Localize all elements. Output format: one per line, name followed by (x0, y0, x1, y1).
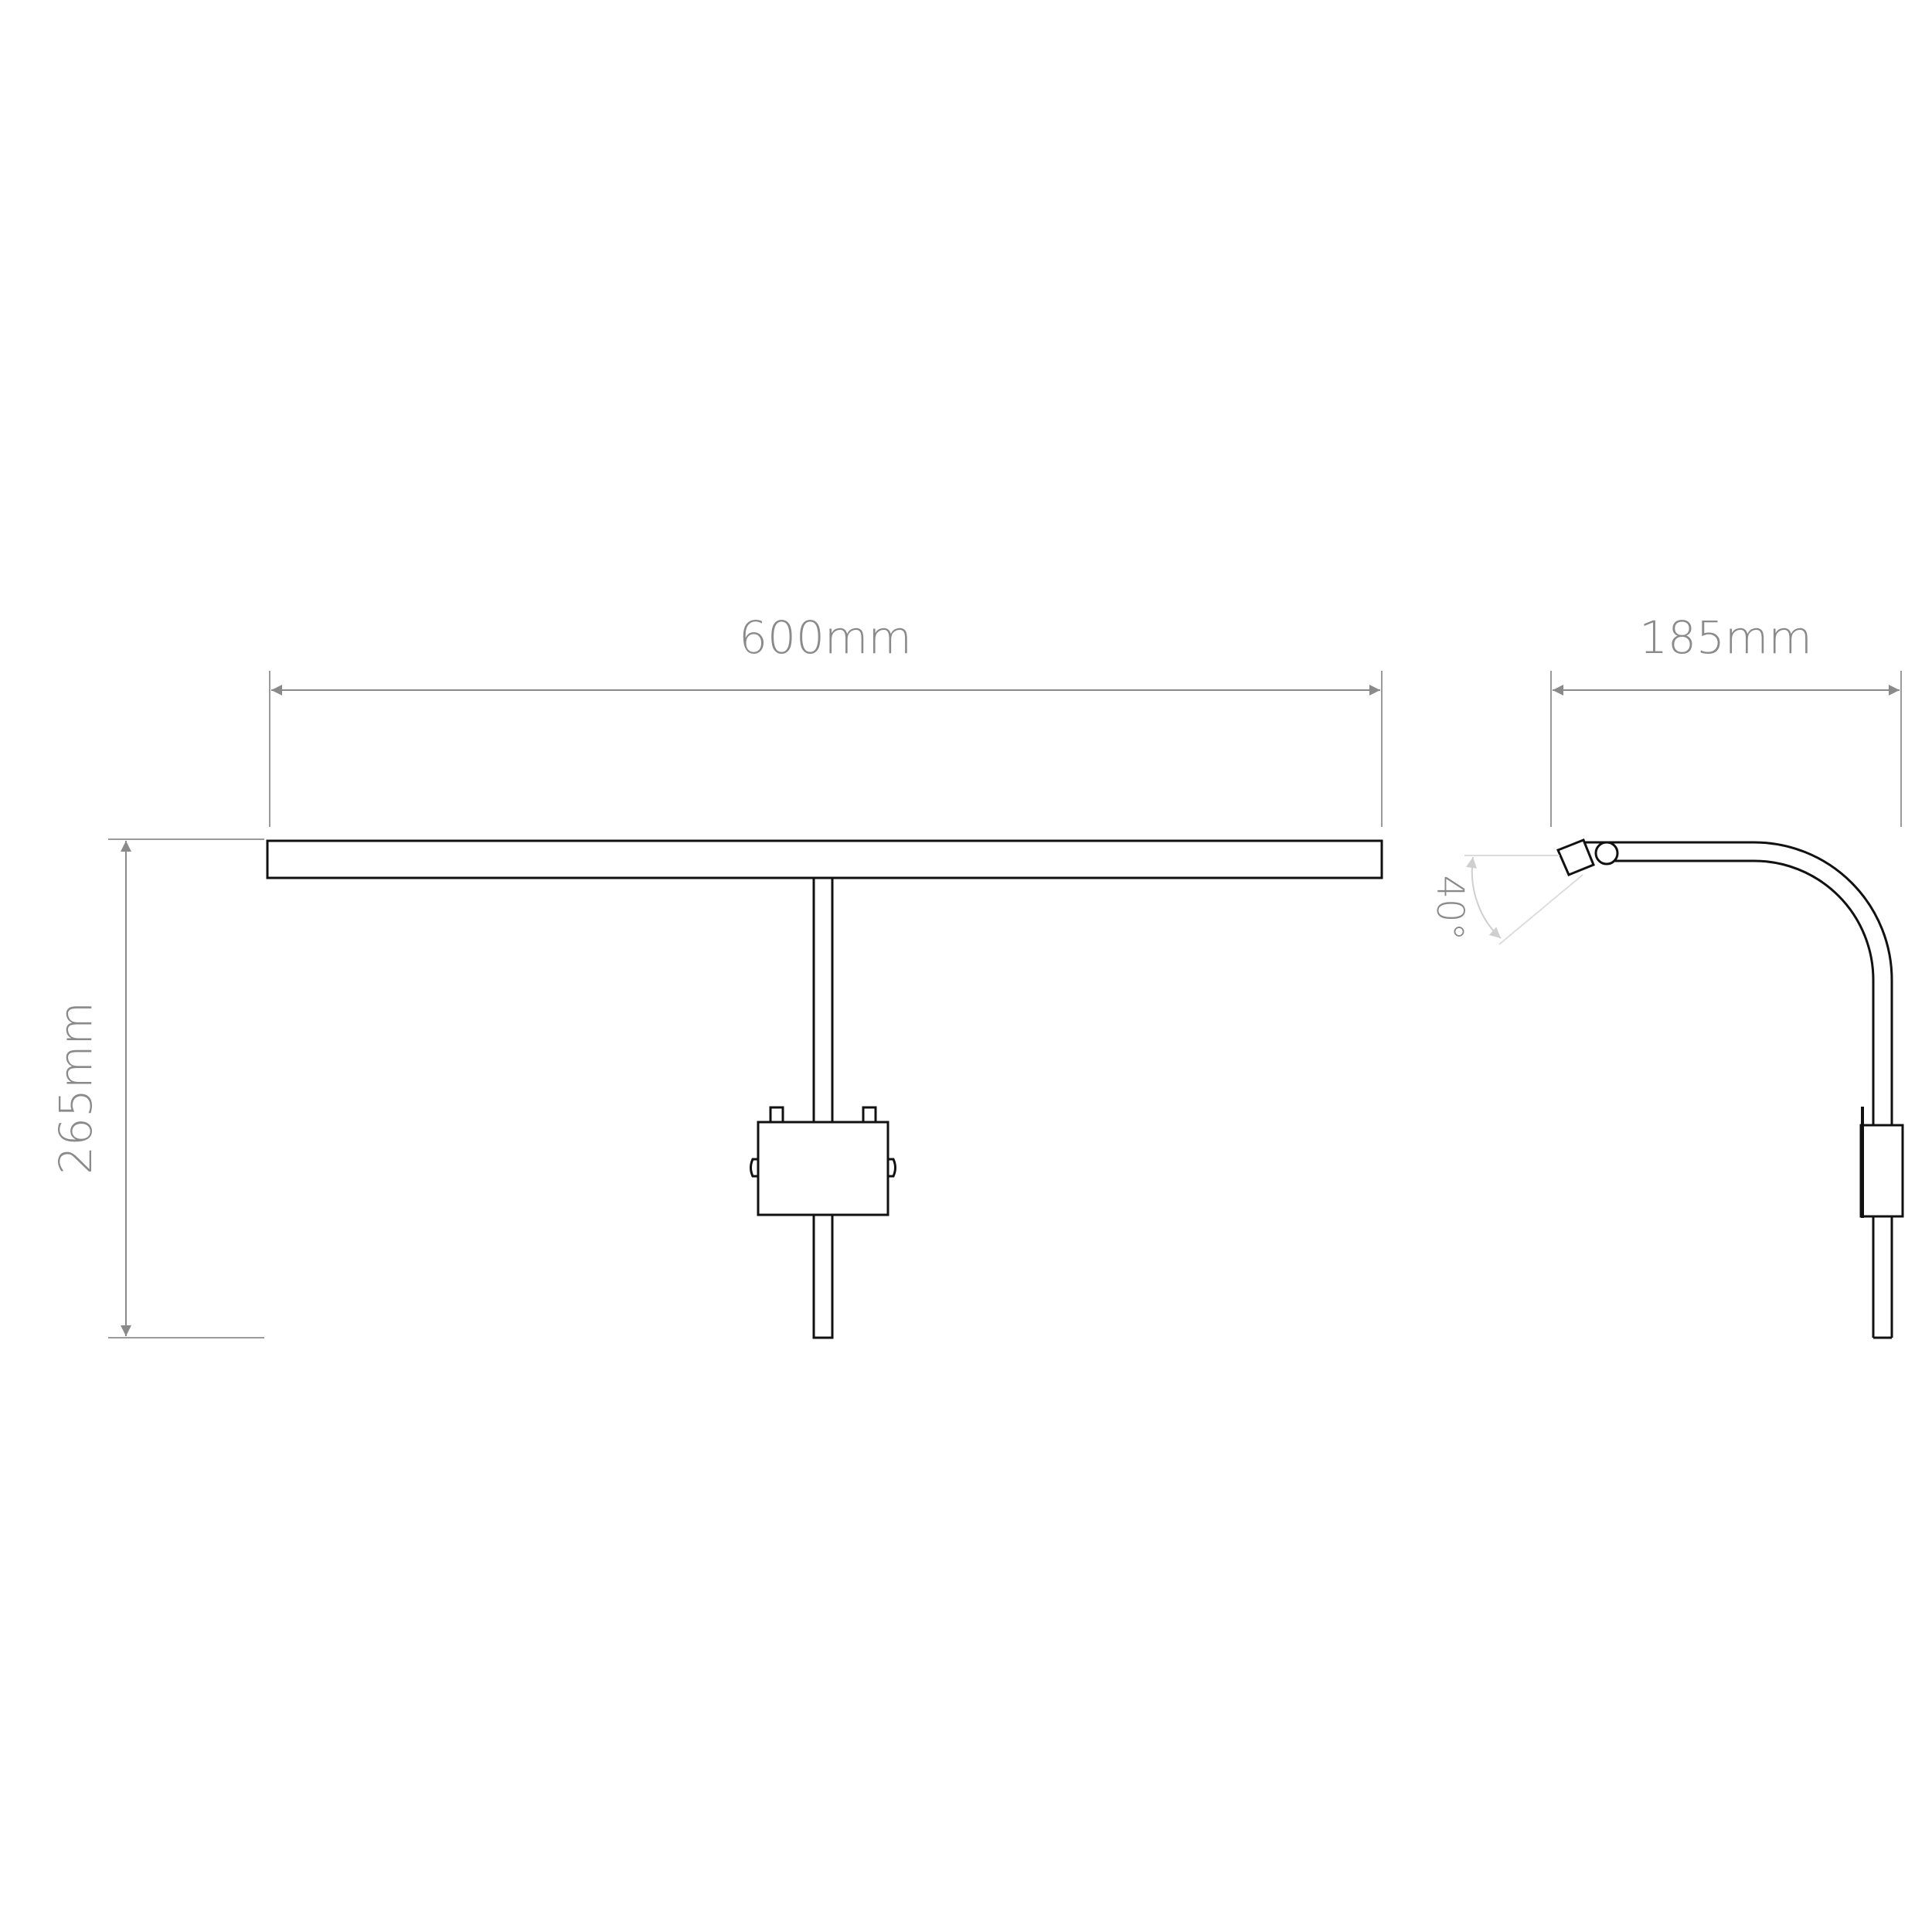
arm-upper (812, 876, 834, 1124)
bracket-knob-right (888, 1158, 896, 1178)
wall-bracket-side (1859, 1107, 1904, 1218)
angle-arc (1466, 856, 1502, 939)
side-depth-dimension: 185mm (1550, 611, 1902, 827)
bracket-tab-left (769, 1106, 784, 1122)
wall-bracket-front (750, 1106, 896, 1216)
bracket-knob-left (750, 1158, 758, 1178)
arm-lower (812, 1213, 834, 1339)
bracket-body (757, 1121, 889, 1216)
bracket-side-body (1859, 1124, 1904, 1218)
height-dimension: 265mm (49, 838, 264, 1338)
curved-arm-outer (1583, 841, 1893, 1338)
angle-label-40deg: 40° (1428, 875, 1471, 940)
angle-reference-tilted (1498, 874, 1583, 945)
pivot-joint (1594, 841, 1619, 866)
front-width-dimension: 600mm (269, 611, 1383, 827)
tilt-angle-indicator: 40° (1428, 855, 1583, 945)
light-bar-front (266, 839, 1383, 879)
side-view: 185mm 40° (1428, 611, 1904, 1339)
bracket-tab-right (862, 1106, 877, 1122)
dimension-label-600mm: 600mm (739, 611, 912, 664)
dimension-label-185mm: 185mm (1639, 611, 1812, 664)
front-view: 600mm 265mm (49, 611, 1383, 1339)
dimension-label-265mm: 265mm (49, 1002, 102, 1175)
curved-arm-inner (1614, 859, 1875, 1338)
light-head-side (1556, 838, 1595, 876)
